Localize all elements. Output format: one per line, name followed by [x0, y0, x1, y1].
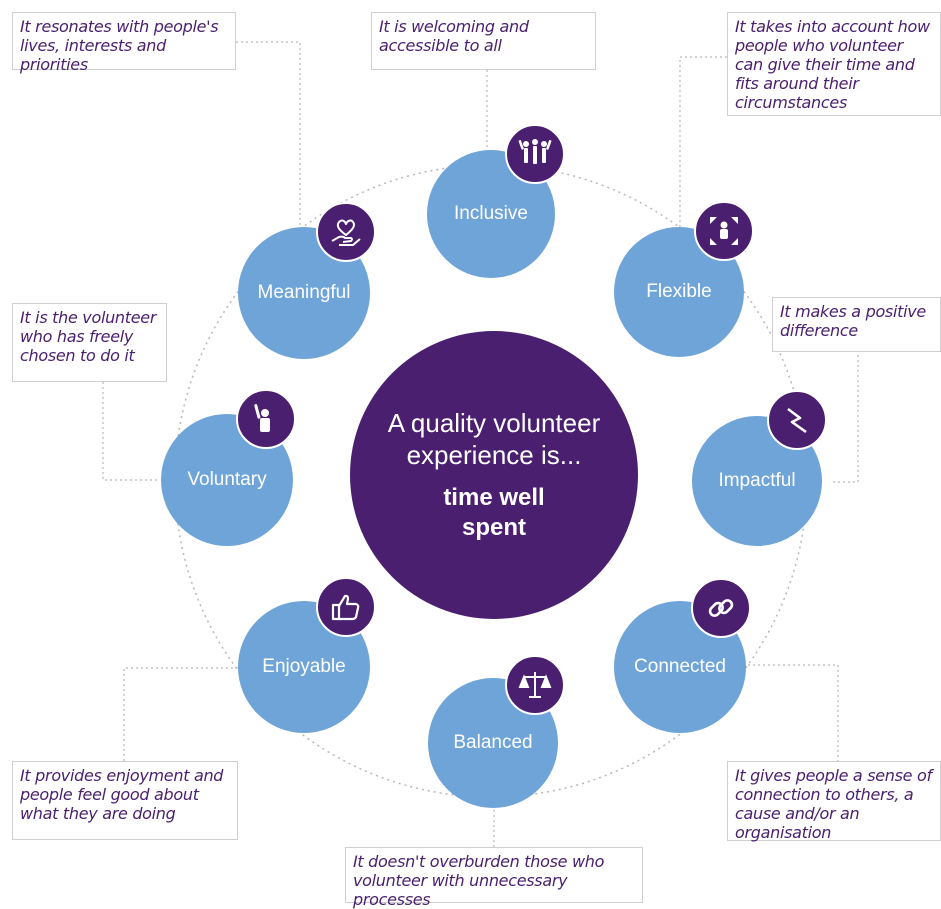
lightning-bolt-icon	[767, 390, 827, 450]
node-label-balanced: Balanced	[453, 732, 533, 753]
description-impactful: It makes a positive difference	[772, 297, 941, 352]
arrows-outward-person-icon	[694, 201, 754, 261]
heart-in-hand-icon	[316, 202, 376, 262]
chain-link-icon	[691, 578, 751, 638]
description-meaningful: It resonates with people's lives, intere…	[12, 12, 236, 74]
node-label-voluntary: Voluntary	[187, 469, 267, 490]
node-label-enjoyable: Enjoyable	[262, 656, 346, 677]
balance-scale-icon	[505, 655, 565, 715]
thumbs-up-icon	[316, 577, 376, 637]
description-connected: It gives people a sense of connection to…	[727, 761, 941, 842]
leader-line-impactful	[832, 350, 859, 483]
leader-line-voluntary	[102, 382, 160, 481]
description-inclusive: It is welcoming and accessible to all	[371, 12, 596, 70]
node-label-inclusive: Inclusive	[454, 203, 528, 224]
leader-line-connected	[748, 664, 839, 762]
central-hub: A quality volunteer experience is... tim…	[350, 331, 638, 619]
hub-intro-text: A quality volunteer experience is...	[387, 408, 601, 470]
people-raising-arms-icon	[505, 124, 565, 184]
leader-lines	[102, 41, 859, 848]
description-balanced: It doesn't overburden those who voluntee…	[345, 847, 643, 909]
hub-emphasis-text: time well spent	[443, 484, 545, 541]
raised-hand-person-icon	[236, 389, 296, 449]
description-flexible: It takes into account how people who vol…	[727, 12, 941, 116]
description-enjoyable: It provides enjoyment and people feel go…	[12, 761, 238, 840]
node-flexible: Flexible	[614, 227, 744, 357]
description-voluntary: It is the volunteer who has freely chose…	[12, 303, 167, 382]
leader-line-enjoyable	[123, 667, 238, 762]
node-label-connected: Connected	[634, 656, 726, 677]
node-label-meaningful: Meaningful	[257, 282, 351, 303]
node-label-flexible: Flexible	[646, 281, 712, 302]
node-connected: Connected	[614, 601, 746, 733]
leader-line-meaningful	[236, 41, 301, 228]
leader-line-flexible	[679, 56, 727, 230]
node-label-impactful: Impactful	[718, 470, 796, 491]
